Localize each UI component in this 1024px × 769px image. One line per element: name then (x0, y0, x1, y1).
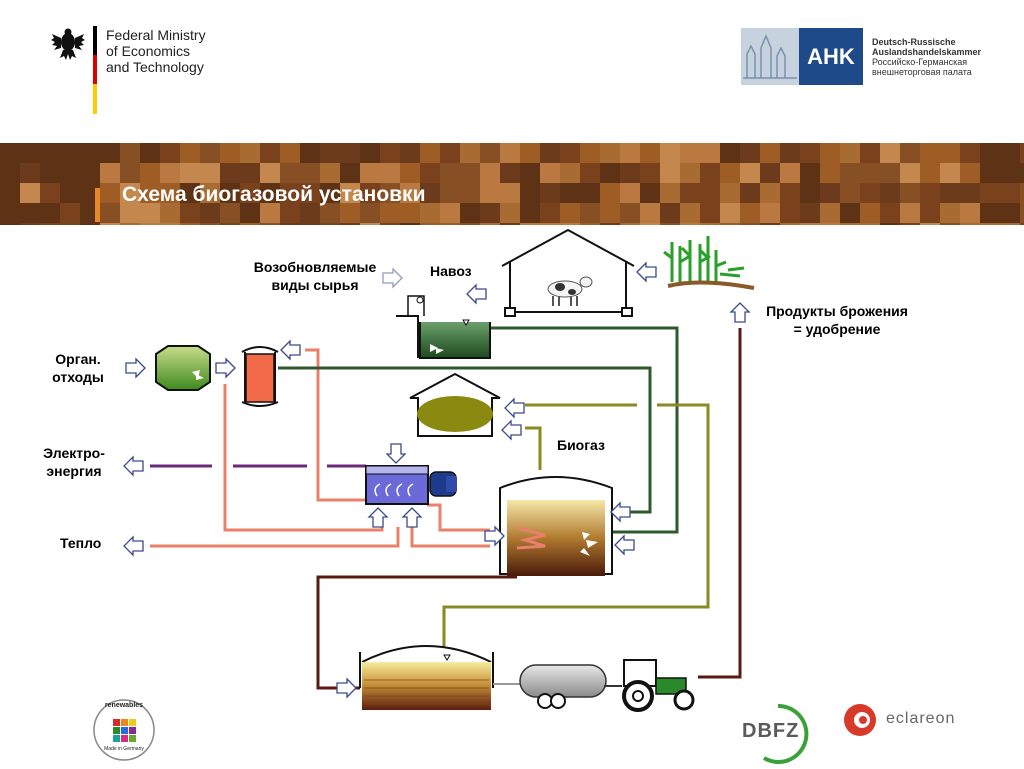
biogas-pipe (525, 426, 542, 470)
label-organic-waste: Орган. отходы (52, 351, 104, 385)
heat-pipe-digester-in (410, 527, 490, 548)
label-electricity: Электро- энергия (43, 445, 105, 479)
ahk-mark: AHK (799, 28, 863, 85)
label-biogas: Биогаз (557, 437, 605, 453)
label-manure: Навоз (430, 263, 472, 279)
tanker-truck (519, 664, 622, 709)
eclareon-logo: eclareon (842, 702, 962, 742)
renewables-badge: renewables Made in Germany (92, 698, 156, 762)
ahk-logo: AHK (741, 28, 863, 85)
label-renewables: Возобновляемые виды сырья (253, 259, 377, 293)
ministry-name: Federal Ministry of Economics and Techno… (106, 27, 206, 75)
gas-pipe (442, 403, 710, 650)
fertilizer-pipe (698, 328, 742, 679)
label-heat: Тепло (60, 535, 102, 551)
manure-pipe (490, 326, 679, 534)
cow-icon (547, 276, 593, 306)
ministry-logo (50, 26, 210, 116)
manure-pit (396, 295, 491, 359)
made-in-germany-text: Made in Germany (104, 746, 144, 752)
heat-pipe-2 (223, 384, 384, 532)
residue-storage (359, 645, 520, 710)
eagle-icon (51, 28, 85, 60)
kremlin-icon (743, 34, 797, 79)
tractor-icon (622, 659, 695, 712)
heat-pipe-digester-in-2 (427, 503, 490, 532)
organic-waste-silo (155, 345, 211, 391)
digester (499, 476, 613, 576)
flag-stripe (93, 26, 97, 114)
slide-title: Схема биогазовой установки (122, 183, 426, 206)
renewables-text: renewables (104, 702, 144, 709)
eclareon-icon (844, 704, 876, 736)
title-banner (0, 143, 1024, 225)
gas-storage (409, 372, 501, 437)
dbfz-logo: DBFZ (738, 700, 824, 764)
hygienization-tank (241, 346, 279, 407)
chp-unit (365, 465, 457, 505)
banner-accent (95, 188, 100, 222)
label-fermentation-products: Продукты брожения = удобрение (766, 303, 908, 337)
heat-pipe-out (150, 527, 400, 548)
crops-icon (663, 236, 755, 290)
heat-pipe-1 (305, 348, 368, 502)
barn (501, 228, 635, 317)
ahk-name: Deutsch-Russische Auslandshandelskammer … (872, 37, 982, 77)
